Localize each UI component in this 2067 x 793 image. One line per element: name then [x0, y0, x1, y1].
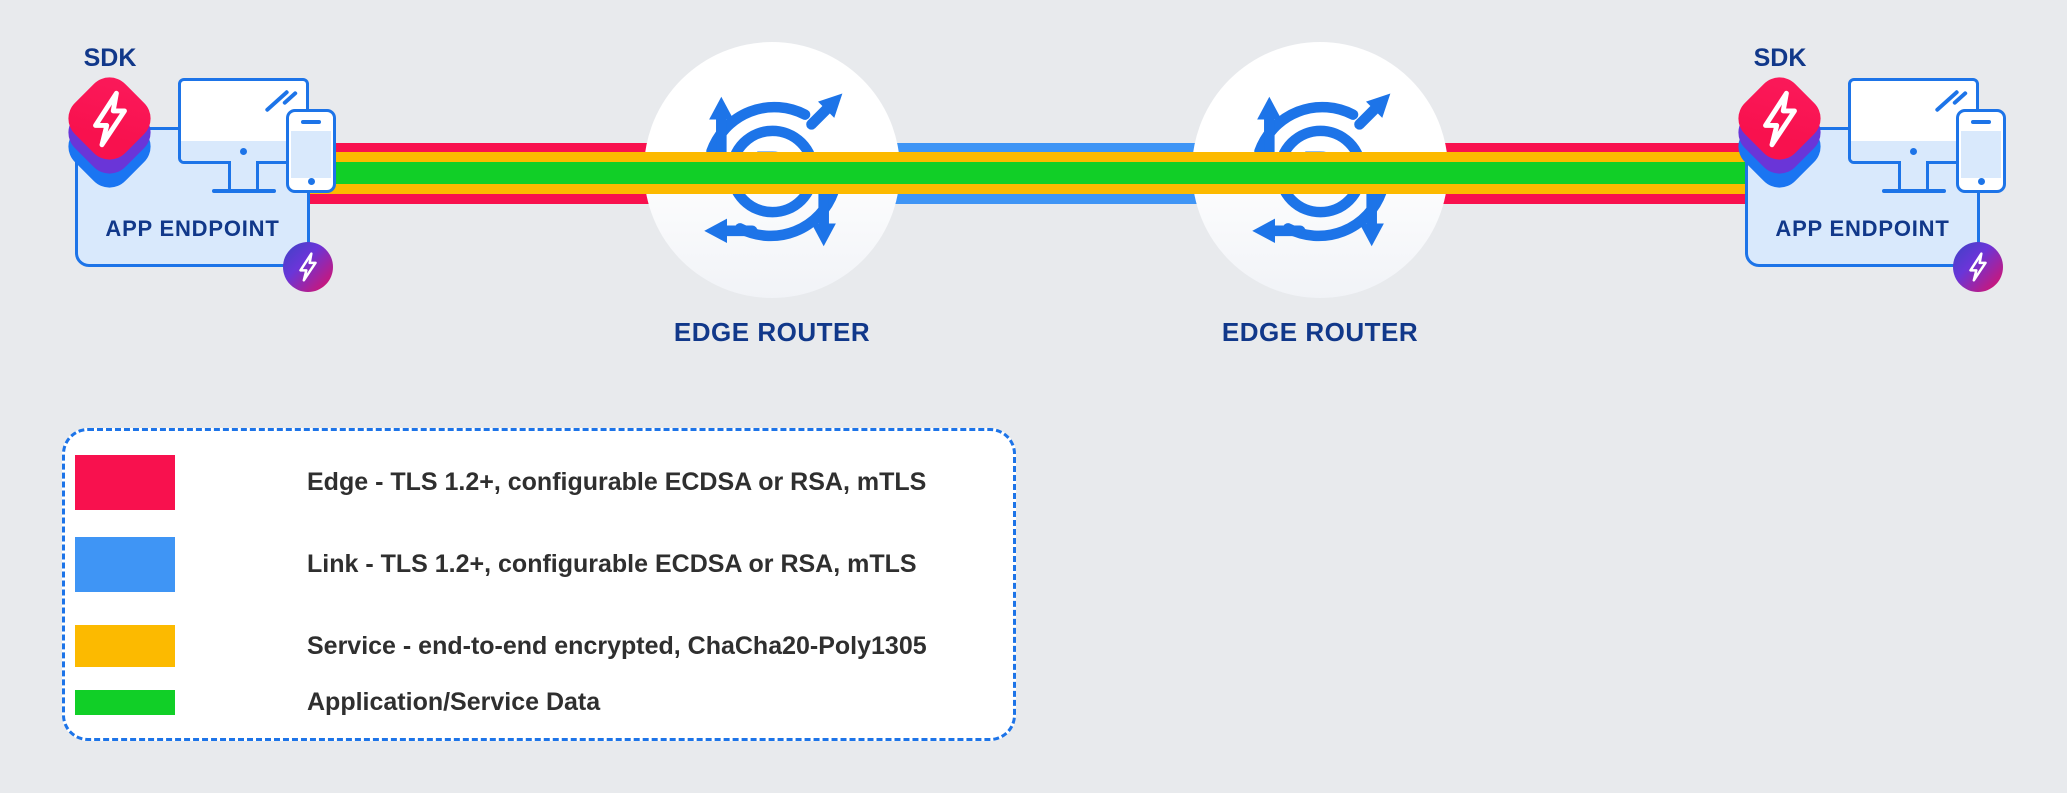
monitor-stand [228, 161, 259, 190]
phone-speaker [1971, 120, 1991, 124]
monitor-bezel [181, 141, 306, 161]
edge-band-right-top [1318, 143, 1770, 152]
edge-color-swatch [75, 455, 175, 510]
link-color-swatch [75, 537, 175, 592]
sdk-label: SDK [83, 44, 137, 72]
link-band-top [770, 143, 1320, 152]
service-band-top [295, 152, 1770, 162]
ziti-badge-icon [283, 242, 333, 292]
legend-box: Edge - TLS 1.2+, configurable ECDSA or R… [62, 428, 1016, 741]
link-band-bottom [770, 194, 1320, 204]
edge-band-right-bottom [1318, 194, 1770, 204]
phone-screen [1961, 131, 2001, 178]
phone-home-button [1977, 178, 1985, 185]
monitor-base [1882, 189, 1946, 193]
legend-label: Edge - TLS 1.2+, configurable ECDSA or R… [307, 468, 927, 496]
data-band [295, 162, 1770, 184]
monitor-stand [1898, 161, 1929, 190]
legend-row-edge: Edge - TLS 1.2+, configurable ECDSA or R… [75, 455, 1003, 510]
phone-screen [291, 131, 331, 178]
phone-home-button [307, 178, 315, 185]
service-color-swatch [75, 625, 175, 667]
data-color-swatch [75, 690, 175, 715]
monitor-camera-dot [240, 147, 247, 155]
ziti-bolt-icon [93, 90, 127, 148]
router-label: EDGE ROUTER [673, 317, 871, 347]
ziti-badge-icon [1953, 242, 2003, 292]
sdk-label: SDK [1753, 44, 1807, 72]
monitor-base [212, 189, 276, 193]
legend-row-link: Link - TLS 1.2+, configurable ECDSA or R… [75, 537, 1003, 592]
phone-icon [286, 109, 336, 193]
phone-speaker [301, 120, 321, 124]
legend-row-service: Service - end-to-end encrypted, ChaCha20… [75, 625, 1003, 667]
edge-band-left-top [295, 143, 775, 152]
router-label: EDGE ROUTER [1221, 317, 1419, 347]
edge-band-left-bottom [295, 194, 775, 204]
legend-row-data: Application/Service Data [75, 688, 1003, 716]
legend-label: Service - end-to-end encrypted, ChaCha20… [307, 631, 927, 660]
legend-label: Application/Service Data [307, 688, 601, 716]
monitor-bezel [1851, 141, 1976, 161]
legend-label: Link - TLS 1.2+, configurable ECDSA or R… [307, 550, 917, 578]
phone-icon [1956, 109, 2006, 193]
service-band-bottom [295, 184, 1770, 194]
endpoint-label: APP ENDPOINT [1775, 216, 1950, 241]
endpoint-label: APP ENDPOINT [105, 216, 280, 241]
ziti-bolt-icon [1763, 90, 1797, 148]
monitor-camera-dot [1910, 147, 1917, 155]
